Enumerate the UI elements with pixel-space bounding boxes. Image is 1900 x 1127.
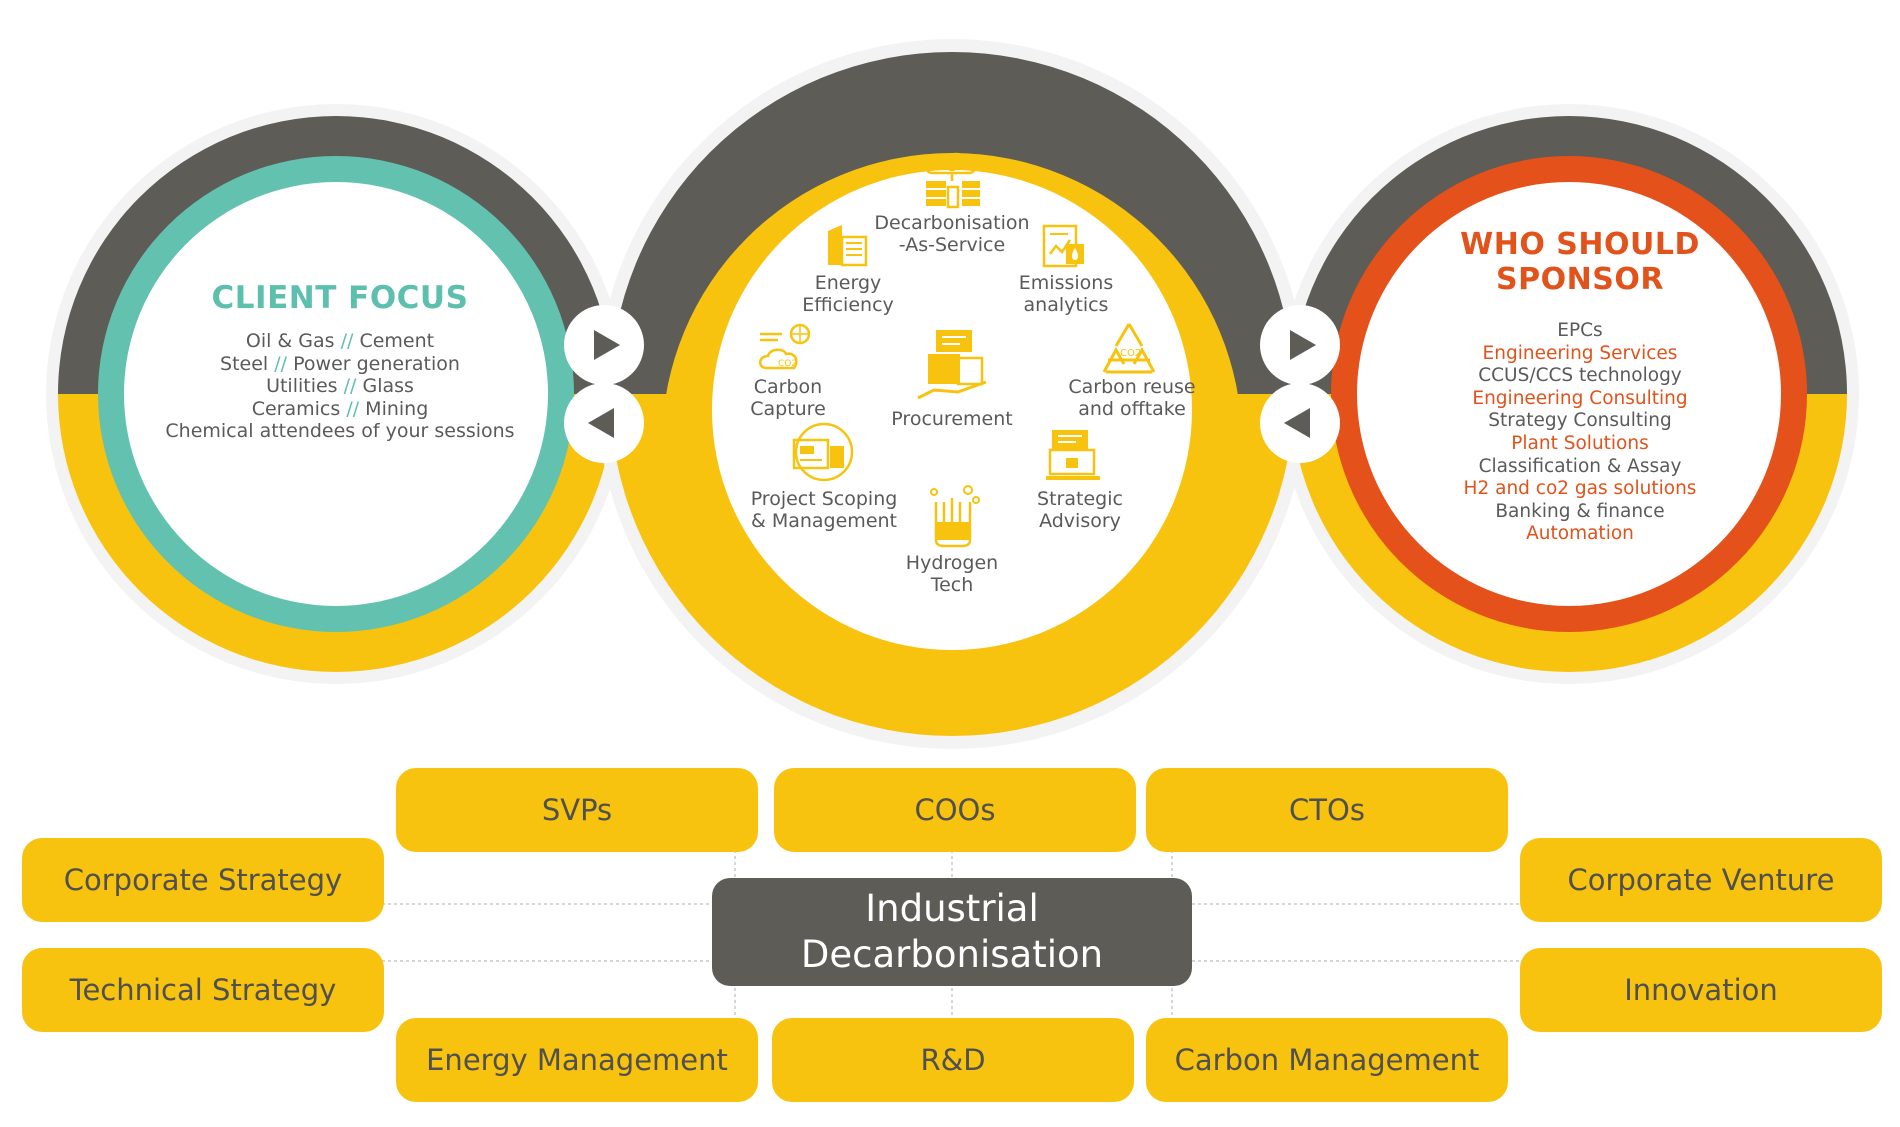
client-focus-line: Chemical attendees of your sessions [165,420,515,442]
role-pill-svps: SVPs [396,768,758,852]
sponsor-item: H2 and co2 gas solutions [1463,478,1697,500]
sponsor-item: Strategy Consulting [1488,410,1672,432]
sponsor-title: WHO SHOULD SPONSOR [1460,227,1700,297]
play-right-icon[interactable] [594,330,620,360]
hub-industrial-decarbonisation: Industrial Decarbonisation [712,878,1192,986]
service-label: Emissions analytics [1018,272,1114,316]
lab-beaker-icon [930,485,980,548]
sponsor-list: EPCs Engineering Services CCUS/CCS techn… [1430,320,1730,546]
client-focus-title: CLIENT FOCUS [211,280,469,316]
co2-recycle-icon: CO2 [1102,323,1156,374]
sponsor-item: Plant Solutions [1511,432,1649,454]
role-pill-ctos: CTOs [1146,768,1508,852]
play-left-icon[interactable] [588,408,614,438]
cloud-server-icon [925,152,980,209]
sponsor-ring [1291,116,1847,672]
service-label: Strategic Advisory [1037,488,1123,532]
service-label: Decarbonisation -As-Service [874,212,1030,256]
sponsor-item: Engineering Consulting [1472,387,1688,409]
service-label: Procurement [891,408,1013,430]
procurement-icon [917,330,987,400]
client-focus-line: Utilities // Glass [266,375,414,397]
sponsor-item: CCUS/CCS technology [1478,365,1682,387]
service-label: Energy Efficiency [802,272,894,316]
sponsor-item: Banking & finance [1495,500,1665,522]
service-label: Carbon Capture [750,376,826,420]
play-left-icon[interactable] [1284,408,1310,438]
sponsor-item: EPCs [1557,320,1603,341]
client-focus-line: Ceramics // Mining [251,397,429,420]
client-focus-list: Oil & Gas // Cement Steel // Power gener… [150,330,530,443]
building-icon [828,225,868,267]
sponsor-item: Automation [1526,523,1634,545]
sponsor-item: Engineering Services [1482,342,1678,364]
role-pill-corporate-strategy: Corporate Strategy [22,838,384,922]
co2-capture-icon: CO2 [759,323,811,370]
services-ring [610,52,1294,736]
role-pill-technical-strategy: Technical Strategy [22,948,384,1032]
role-pill-coos: COOs [774,768,1136,852]
service-label: Carbon reuse and offtake [1068,376,1196,420]
role-pill-innovation: Innovation [1520,948,1882,1032]
sponsor-item: Classification & Assay [1478,455,1682,477]
analytics-report-icon [1042,224,1084,268]
service-label: Project Scoping & Management [750,488,898,532]
laptop-lock-icon [1046,430,1100,480]
service-label: Hydrogen Tech [905,552,999,596]
client-focus-line: Steel // Power generation [220,352,460,375]
role-pill-corporate-venture: Corporate Venture [1520,838,1882,922]
client-focus-line: Oil & Gas // Cement [245,330,435,352]
project-document-icon [792,422,854,482]
svg-text:CO2: CO2 [778,359,797,369]
play-right-icon[interactable] [1290,330,1316,360]
role-pill-energy-management: Energy Management [396,1018,758,1102]
role-pill-carbon-management: Carbon Management [1146,1018,1508,1102]
client-focus-ring [58,116,614,672]
role-pill-rd: R&D [772,1018,1134,1102]
svg-text:CO2: CO2 [1120,348,1141,359]
